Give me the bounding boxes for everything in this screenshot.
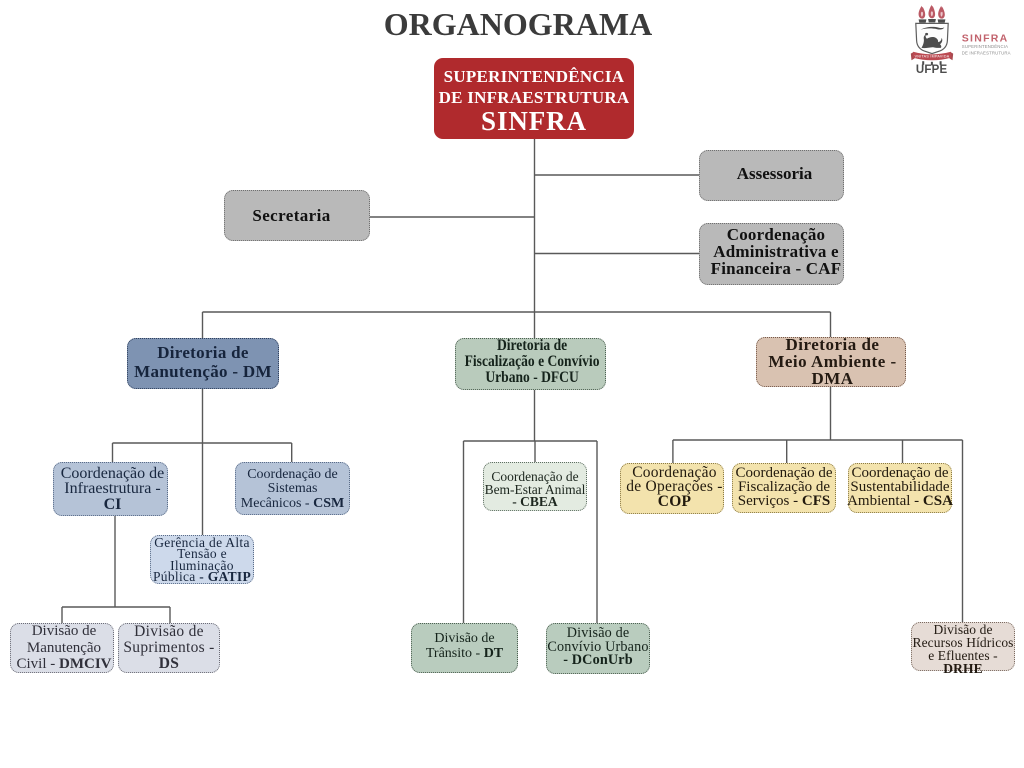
- svg-text:SUPERINTENDÊNCIA: SUPERINTENDÊNCIA: [962, 44, 1008, 49]
- svg-text:UFPE: UFPE: [916, 64, 948, 76]
- svg-text:VNITAS IMPAVIDA: VNITAS IMPAVIDA: [915, 55, 950, 59]
- svg-text:SINFRA: SINFRA: [962, 33, 1009, 45]
- svg-text:DE INFRAESTRUTURA: DE INFRAESTRUTURA: [962, 51, 1011, 56]
